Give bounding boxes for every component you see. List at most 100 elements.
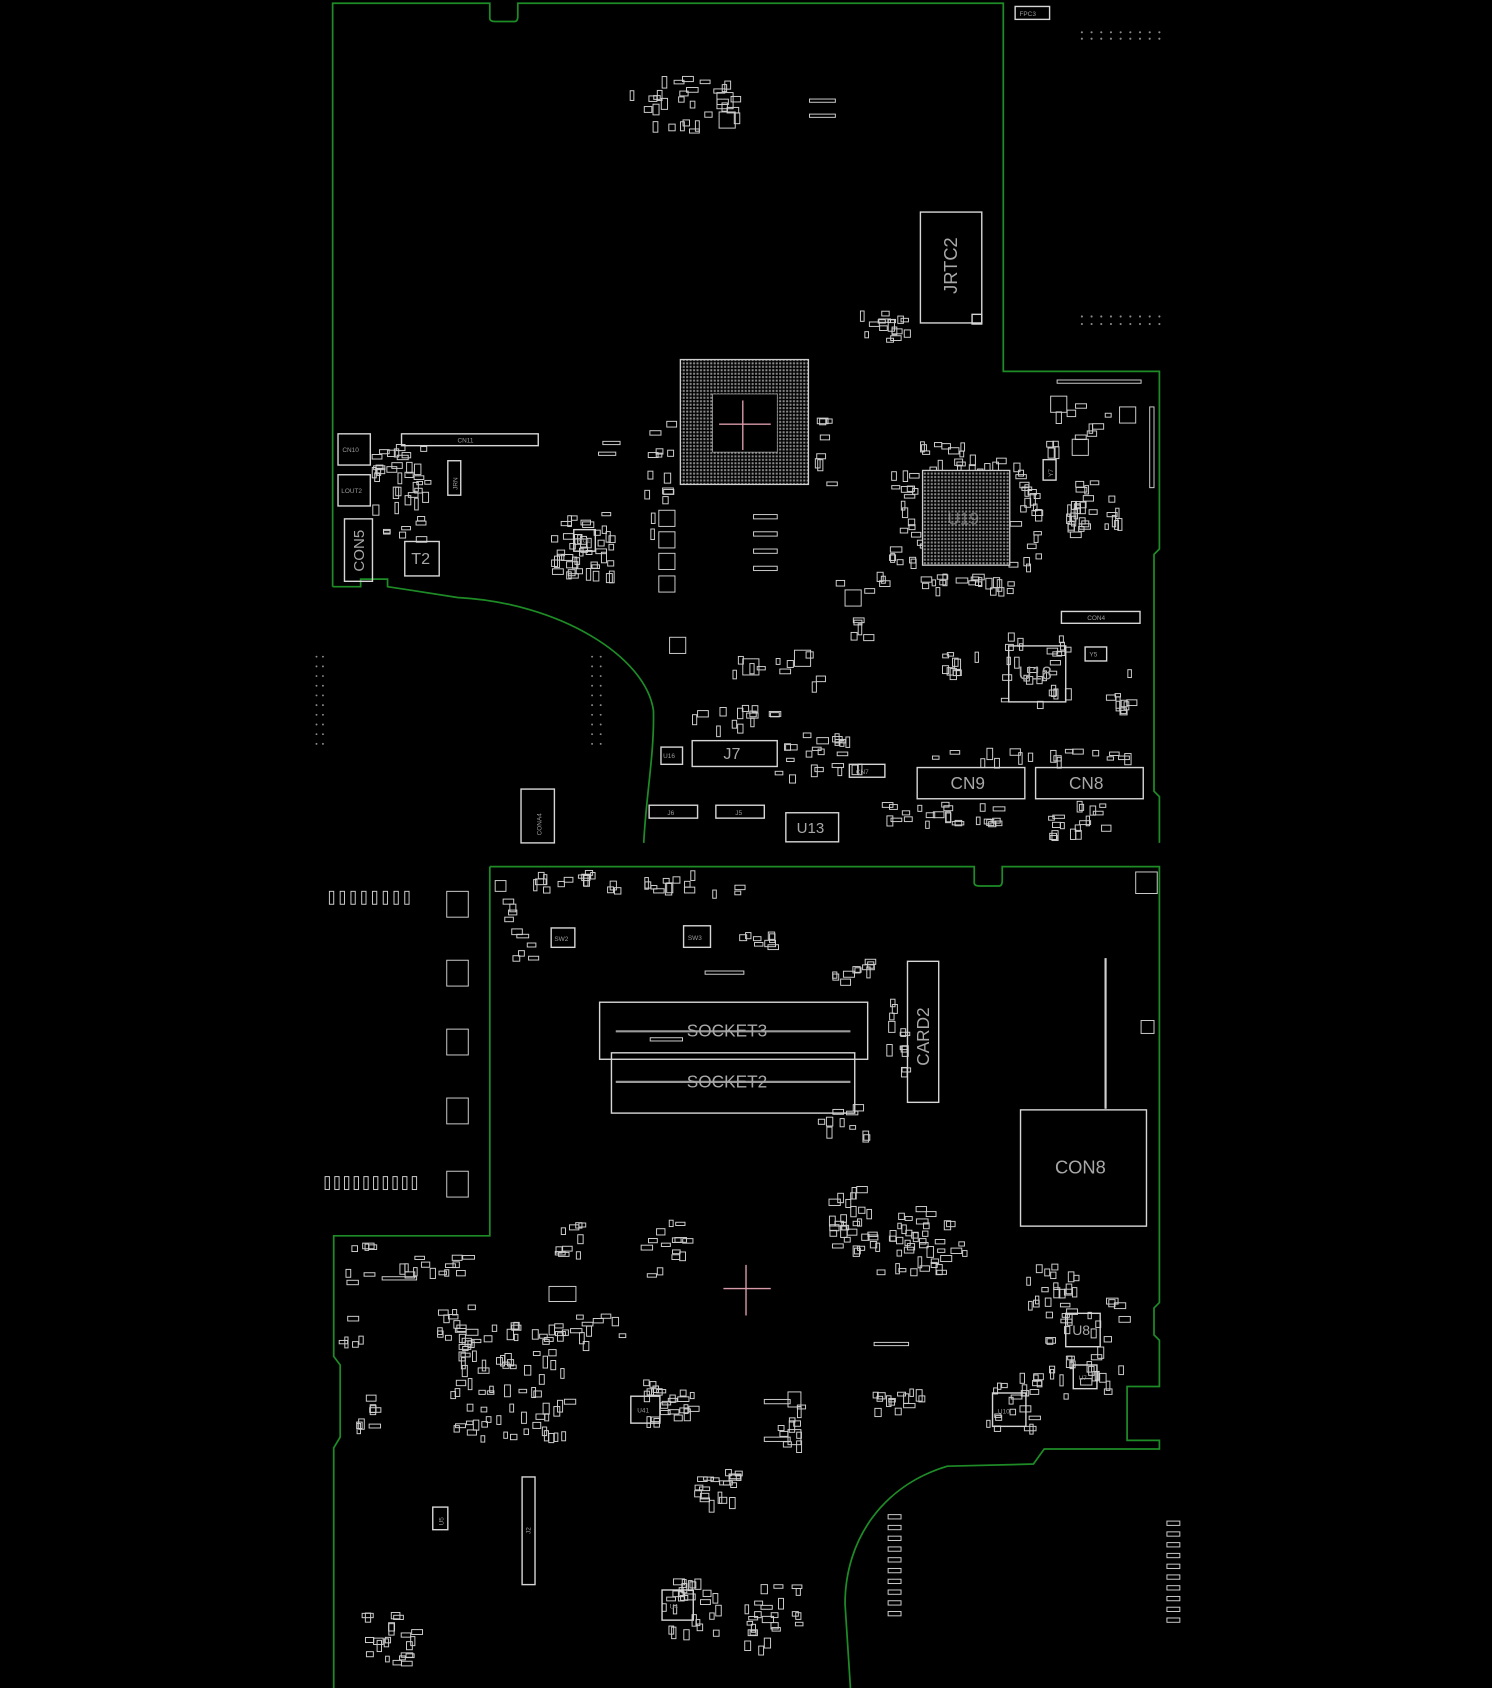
- smd-pad: [350, 890, 356, 905]
- smd-pad: [773, 1584, 784, 1589]
- component-sw2[interactable]: SW2: [550, 927, 576, 949]
- component-u19[interactable]: U19: [921, 469, 1011, 566]
- via-dot: [1119, 37, 1122, 40]
- component-u7[interactable]: U7: [1072, 1364, 1098, 1390]
- smd-pad: [652, 103, 660, 116]
- component-card2[interactable]: CARD2: [906, 960, 940, 1104]
- via-dot: [591, 742, 594, 745]
- via-dot: [1100, 31, 1103, 34]
- component-u41[interactable]: U41: [630, 1395, 661, 1424]
- smd-pad: [368, 1423, 382, 1429]
- component-con5[interactable]: CON5: [343, 518, 374, 583]
- component-lout2[interactable]: LOUT2: [337, 474, 372, 507]
- component-j6[interactable]: J6: [648, 804, 699, 819]
- component-cn7[interactable]: CN7: [848, 763, 886, 778]
- component-jrtc2[interactable]: JRTC2: [919, 211, 983, 325]
- component-socket2[interactable]: SOCKET2: [610, 1052, 856, 1114]
- component-j2[interactable]: J2: [521, 1476, 536, 1586]
- component-sw3[interactable]: SW3: [682, 925, 712, 949]
- smd-pad: [1059, 822, 1065, 830]
- via-dot: [599, 713, 602, 716]
- component-u10[interactable]: U10: [991, 1392, 1027, 1428]
- smd-pad: [941, 801, 950, 808]
- component-label: SOCKET3: [687, 1021, 767, 1041]
- smd-pad: [1115, 696, 1121, 709]
- smd-pad: [513, 1333, 519, 1342]
- component-socket3[interactable]: SOCKET3: [598, 1001, 869, 1060]
- smd-pad: [730, 95, 742, 103]
- component-cn9[interactable]: CN9: [916, 766, 1026, 800]
- component-y5[interactable]: Y5: [1084, 646, 1108, 662]
- smd-pad: [1105, 694, 1117, 701]
- component-label: SW2: [554, 936, 568, 943]
- smd-pad: [677, 1396, 690, 1402]
- smd-pad: [915, 1389, 923, 1402]
- smd-pad: [339, 890, 345, 905]
- smd-pad: [889, 546, 903, 553]
- component-u8[interactable]: U8: [1065, 1312, 1101, 1348]
- component-j7[interactable]: J7: [691, 739, 778, 768]
- smd-pad: [845, 1198, 852, 1208]
- smd-pad: [889, 554, 897, 561]
- smd-pad: [921, 582, 930, 590]
- component-u13[interactable]: U13: [785, 812, 840, 843]
- smd-pad: [672, 876, 681, 884]
- component-t2[interactable]: T2: [404, 540, 440, 577]
- component-u16[interactable]: U16: [660, 746, 684, 766]
- smd-pad: [570, 1328, 583, 1334]
- smd-pad: [1058, 1288, 1066, 1299]
- smd-pad: [532, 1351, 541, 1357]
- smd-pad: [1073, 1274, 1080, 1282]
- component-u5[interactable]: U5: [432, 1506, 449, 1531]
- smd-pad: [1050, 395, 1068, 413]
- smd-pad: [682, 119, 690, 127]
- smd-pad: [934, 1238, 946, 1245]
- component-con4[interactable]: CON4: [1060, 610, 1141, 624]
- smd-pad: [867, 1231, 878, 1237]
- smd-pad: [788, 1417, 796, 1423]
- smd-pad: [866, 1208, 873, 1220]
- smd-pad: [1053, 688, 1059, 700]
- component-j5[interactable]: J5: [715, 804, 766, 819]
- component-pu1[interactable]: PU1: [573, 528, 597, 552]
- smd-pad: [551, 535, 559, 543]
- smd-pad: [908, 524, 916, 531]
- component-fpc3[interactable]: FPC3: [1014, 5, 1051, 21]
- smd-pad: [585, 568, 592, 581]
- cpu-bga[interactable]: [679, 358, 810, 486]
- top-side-board[interactable]: JRTC2 FPC3 CN11 CN10 LOUT2 CON5: [315, 2, 1161, 844]
- component-cona4[interactable]: CONA4: [520, 788, 556, 844]
- smd-pad: [954, 458, 964, 466]
- smd-pad: [876, 1269, 886, 1276]
- smd-pad: [886, 815, 894, 827]
- smd-pad: [371, 467, 377, 479]
- component-cn11[interactable]: CN11: [400, 433, 539, 447]
- component-con8-bottom[interactable]: CON8: [1019, 1109, 1148, 1227]
- component-jrn[interactable]: JRN: [447, 460, 462, 496]
- smd-pad: [495, 1357, 503, 1365]
- component-cn10[interactable]: CN10: [337, 433, 372, 466]
- smd-pad: [543, 886, 551, 894]
- smd-pad: [1118, 1315, 1131, 1323]
- component-y7[interactable]: Y7: [1042, 458, 1057, 481]
- smd-pad: [704, 111, 713, 118]
- smd-pad: [660, 97, 669, 110]
- smd-pad: [879, 580, 891, 587]
- smd-pad: [608, 543, 615, 551]
- smd-pad: [446, 1097, 469, 1125]
- component-u4[interactable]: U4: [661, 1589, 694, 1621]
- smd-pad: [852, 1245, 860, 1257]
- smd-pad: [1166, 1585, 1181, 1591]
- component-label: JRN: [453, 477, 460, 490]
- component-u18[interactable]: U18: [1007, 645, 1067, 703]
- smd-pad: [518, 950, 525, 957]
- component-label: CN10: [342, 447, 359, 454]
- smd-pad: [774, 770, 784, 776]
- smd-pad: [852, 1220, 861, 1227]
- smd-pad: [713, 88, 726, 94]
- smd-pad: [580, 519, 591, 526]
- bottom-side-board[interactable]: SOCKET3 SOCKET2 CARD2 CON8 SW2: [324, 865, 1181, 1688]
- component-cn8-top[interactable]: CN8: [1034, 766, 1144, 800]
- smd-pad: [404, 1271, 416, 1279]
